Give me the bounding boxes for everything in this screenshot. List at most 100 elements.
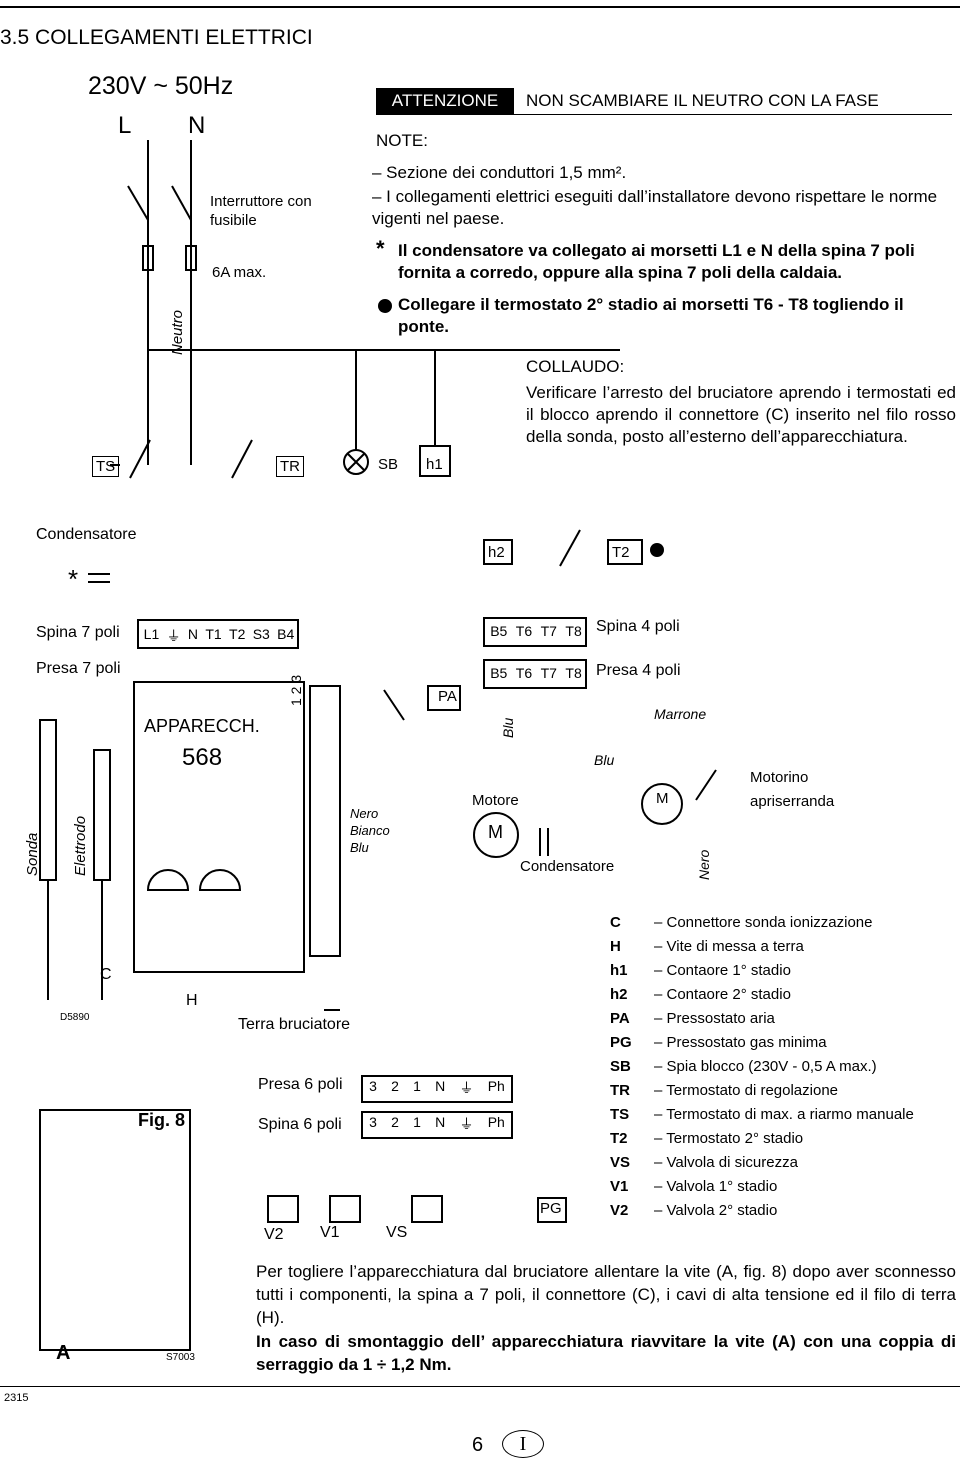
pg-label: PG <box>540 1200 562 1217</box>
vs-label: VS <box>386 1224 408 1241</box>
condensatore-label: Condensatore <box>36 526 137 543</box>
pin-b5: B5 <box>490 623 508 639</box>
switch-label: Interruttore con fusibile <box>210 193 312 229</box>
v2-label: V2 <box>264 1226 284 1243</box>
neutral-label: N <box>188 112 206 139</box>
phase-label: L <box>118 112 132 139</box>
motorino-m: M <box>656 790 669 807</box>
h2-label: h2 <box>488 544 505 561</box>
pin-t1: T1 <box>205 626 222 642</box>
spina4-label: Spina 4 poli <box>596 618 680 635</box>
s7003-code: S7003 <box>166 1352 195 1363</box>
presa4-label: Presa 4 poli <box>596 662 681 679</box>
terra-label: Terra bruciatore <box>238 1016 351 1033</box>
blu-label-2: Blu <box>594 752 615 768</box>
t2-label: T2 <box>612 544 630 561</box>
attention-badge: ATTENZIONE <box>376 88 514 114</box>
ts-label: TS <box>92 456 120 477</box>
pin-t7: T7 <box>540 665 557 681</box>
page-number: 6 <box>472 1434 484 1456</box>
blu-label-3: Blu <box>350 840 369 855</box>
attention-message: NON SCAMBIARE IL NEUTRO CON LA FASE <box>526 91 879 110</box>
note-star: Il condensatore va collegato ai morsetti… <box>398 241 915 282</box>
h1-label: h1 <box>426 456 443 473</box>
bianco-label: Bianco <box>350 823 390 838</box>
pin-b5: B5 <box>490 665 508 681</box>
pin-b4: B4 <box>277 626 295 642</box>
legend-row: TS– Termostato di max. a riarmo manuale <box>610 1106 914 1123</box>
marrone-label: Marrone <box>654 706 707 722</box>
motore-m: M <box>488 822 503 842</box>
star-icon: * <box>376 236 385 261</box>
legend-row: V2– Valvola 2° stadio <box>610 1202 778 1219</box>
collaudo-text: Verificare l’arresto del bruciatore apre… <box>526 383 956 446</box>
presa4-pins: B5 T6 T7 T8 <box>486 665 586 681</box>
pin-s3: S3 <box>252 626 270 642</box>
language-badge: I <box>502 1430 544 1458</box>
dot-icon <box>378 299 392 313</box>
apparecch-number: 568 <box>182 744 223 771</box>
spina7-pins: L1 ⏚ N T1 T2 S3 B4 <box>140 626 298 646</box>
legend-row: h2– Contaore 2° stadio <box>610 986 791 1003</box>
fuse-label: 6A max. <box>212 264 267 281</box>
pin-t6: T6 <box>515 665 533 681</box>
legend-row: VS– Valvola di sicurezza <box>610 1154 798 1171</box>
tr-label: TR <box>276 456 304 477</box>
neutro-label: Neutro <box>169 310 186 355</box>
supply-voltage: 230V ~ 50Hz <box>88 72 234 100</box>
spina4-pins: B5 T6 T7 T8 <box>486 623 586 639</box>
legend-row: SB– Spia blocco (230V - 0,5 A max.) <box>610 1058 877 1075</box>
attention-rule <box>376 114 952 115</box>
legend-row: h1– Contaore 1° stadio <box>610 962 791 979</box>
pin-t2: T2 <box>229 626 246 642</box>
legend-row: T2– Termostato 2° stadio <box>610 1130 804 1147</box>
h-label: H <box>186 992 198 1009</box>
nero-label-right: Nero <box>696 849 712 880</box>
notes-title: NOTE: <box>376 131 428 150</box>
legend: C– Connettore sonda ionizzazione H– Vite… <box>610 914 956 1226</box>
legend-row: H– Vite di messa a terra <box>610 938 804 955</box>
blu-label-1: Blu <box>500 717 516 738</box>
fig8-label: Fig. 8 <box>138 1110 186 1130</box>
spina7-label: Spina 7 poli <box>36 624 120 641</box>
a-label: A <box>56 1342 71 1364</box>
pin-t6: T6 <box>515 623 533 639</box>
elettrodo-label: Elettrodo <box>72 815 89 876</box>
collaudo-title: COLLAUDO: <box>526 357 625 376</box>
legend-row: TR– Termostato di regolazione <box>610 1082 838 1099</box>
section-title: 3.5 COLLEGAMENTI ELETTRICI <box>0 26 313 49</box>
motorino-label: Motorino apriserranda <box>750 769 835 810</box>
note-item-2: – I collegamenti elettrici eseguiti dall… <box>372 187 938 228</box>
sonda-label: Sonda <box>24 832 41 876</box>
condensatore2-label: Condensatore <box>520 858 615 875</box>
d5890-code: D5890 <box>60 1012 90 1023</box>
legend-row: V1– Valvola 1° stadio <box>610 1178 778 1195</box>
presa6-label: Presa 6 poli <box>258 1076 343 1093</box>
footer-rule <box>0 1386 960 1387</box>
capacitor-star-icon: * <box>68 564 79 594</box>
legend-row: PG– Pressostato gas minima <box>610 1034 827 1051</box>
pin-earth: ⏚ <box>166 628 181 644</box>
pin-t8: T8 <box>565 665 582 681</box>
top-rule <box>0 6 960 8</box>
pin-n: N <box>187 626 199 642</box>
note-item-1: – Sezione dei conduttori 1,5 mm². <box>372 163 627 182</box>
legend-row: PA– Pressostato aria <box>610 1010 775 1027</box>
pa-label: PA <box>438 688 457 705</box>
pin-t7: T7 <box>540 623 557 639</box>
spina6-label: Spina 6 poli <box>258 1116 342 1133</box>
pin-t8: T8 <box>565 623 582 639</box>
presa7-label: Presa 7 poli <box>36 660 121 677</box>
terminal-123: 1 2 3 <box>288 674 304 706</box>
pin-l1: L1 <box>143 626 160 642</box>
reassembly-instructions: In caso di smontaggio dell’ apparecchiat… <box>256 1332 956 1374</box>
v1-label: V1 <box>320 1224 340 1241</box>
sb-label: SB <box>378 456 399 473</box>
c-label: C <box>100 966 112 983</box>
footer-code: 2315 <box>4 1392 29 1404</box>
nero-label: Nero <box>350 806 379 821</box>
removal-instructions: Per togliere l’apparecchiatura dal bruci… <box>256 1262 956 1327</box>
